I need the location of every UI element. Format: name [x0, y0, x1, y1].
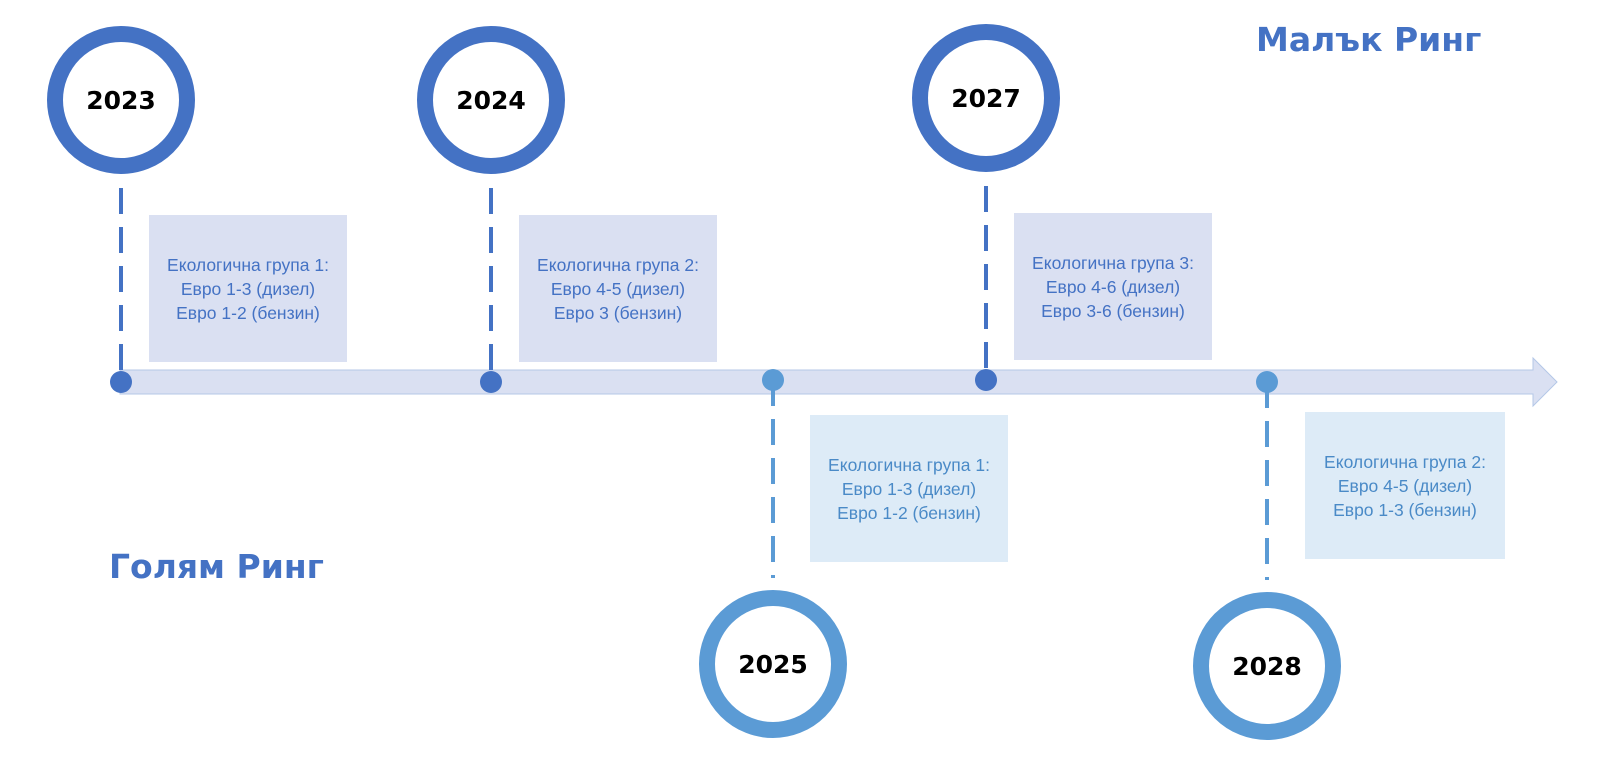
- year-label-2027: 2027: [951, 83, 1021, 113]
- year-circle-2023: 2023: [47, 26, 195, 174]
- info-box-2028: Екологична група 2: Евро 4-5 (дизел) Евр…: [1305, 412, 1505, 559]
- big-ring-label: Голям Ринг: [109, 547, 324, 586]
- info-box-title: Екологична група 1:: [167, 254, 329, 275]
- info-box-petrol: Евро 1-2 (бензин): [176, 302, 320, 323]
- info-box-diesel: Евро 1-3 (дизел): [180, 278, 316, 299]
- marker-dot-2027: [975, 369, 997, 391]
- info-box-diesel: Евро 4-6 (дизел): [1045, 276, 1181, 297]
- info-box-2027: Екологична група 3: Евро 4-6 (дизел) Евр…: [1014, 213, 1212, 360]
- year-circle-2025: 2025: [699, 590, 847, 738]
- small-ring-label: Малък Ринг: [1256, 20, 1482, 59]
- info-box-title: Екологична група 2:: [1324, 451, 1486, 472]
- info-box-petrol: Евро 1-2 (бензин): [837, 502, 981, 523]
- marker-dot-2028: [1256, 371, 1278, 393]
- marker-dot-2025: [762, 369, 784, 391]
- info-box-2025: Екологична група 1: Евро 1-3 (дизел) Евр…: [810, 415, 1008, 562]
- info-box-2024: Екологична група 2: Евро 4-5 (дизел) Евр…: [519, 215, 717, 362]
- timeline-arrow: [119, 356, 1558, 408]
- year-label-2028: 2028: [1232, 651, 1302, 681]
- info-box-diesel: Евро 1-3 (дизел): [841, 478, 977, 499]
- info-box-petrol: Евро 1-3 (бензин): [1333, 499, 1477, 520]
- info-box-title: Екологична група 3:: [1032, 252, 1194, 273]
- info-box-diesel: Евро 4-5 (дизел): [1337, 475, 1473, 496]
- marker-dot-2024: [480, 371, 502, 393]
- marker-dot-2023: [110, 371, 132, 393]
- info-box-title: Екологична група 1:: [828, 454, 990, 475]
- info-box-petrol: Евро 3 (бензин): [553, 302, 683, 323]
- year-label-2025: 2025: [738, 649, 808, 679]
- info-box-diesel: Евро 4-5 (дизел): [550, 278, 686, 299]
- year-circle-2027: 2027: [912, 24, 1060, 172]
- info-box-title: Екологична група 2:: [537, 254, 699, 275]
- year-circle-2024: 2024: [417, 26, 565, 174]
- year-label-2024: 2024: [456, 85, 526, 115]
- year-circle-2028: 2028: [1193, 592, 1341, 740]
- info-box-petrol: Евро 3-6 (бензин): [1041, 300, 1185, 321]
- info-box-2023: Екологична група 1: Евро 1-3 (дизел) Евр…: [149, 215, 347, 362]
- year-label-2023: 2023: [86, 85, 156, 115]
